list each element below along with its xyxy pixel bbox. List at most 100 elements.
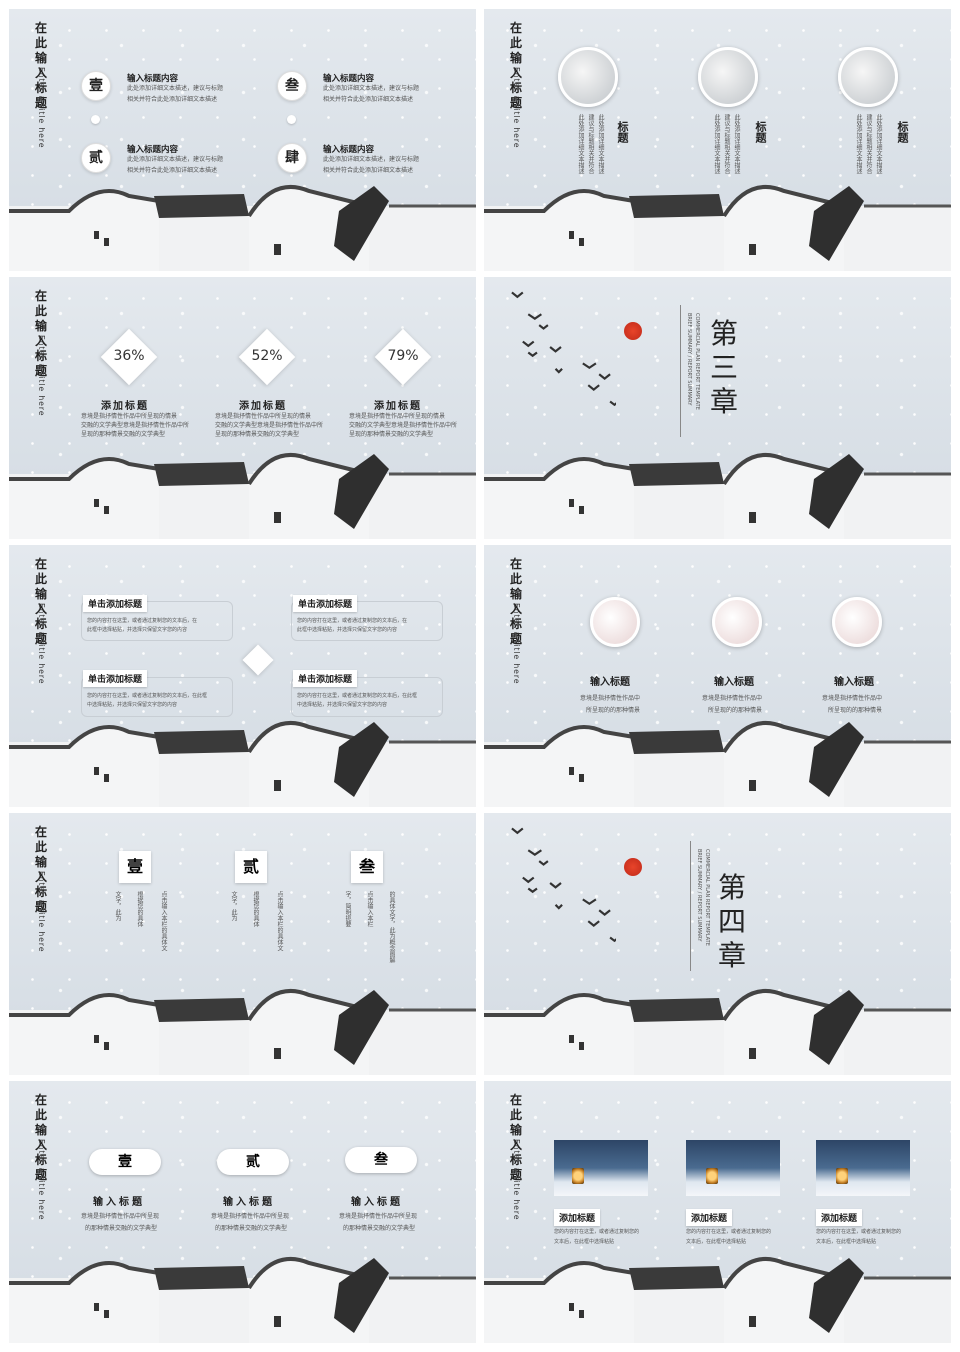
stat-title: 添加标题 — [374, 401, 422, 412]
item-text: 相关并符合此处添加详细文本描述 — [127, 96, 218, 103]
item-title: 输入标题 — [590, 677, 630, 688]
slide-2[interactable]: 在此输入标题 Enter a title here 标题 此处添加详细文本描述 … — [484, 9, 951, 271]
stat-text: 意境是指抒情性作品中所呈现的情景 — [81, 413, 178, 420]
item-text: 相关并符合此处添加详细文本描述 — [323, 167, 414, 174]
column-text: 字，简明扼要 — [344, 891, 351, 927]
chapter-subtitle: BRIEF SUMMARY / REPORT SUMMARY — [686, 313, 692, 406]
column-title: 标题 — [896, 121, 909, 143]
stat-text: 呈现的那种情景交融的文学典型 — [215, 431, 300, 438]
vertical-title-en: Enter a title here — [512, 603, 521, 685]
item-title: 输入标题 — [93, 1197, 145, 1208]
vertical-title-cn: 在此输入标题 — [35, 557, 48, 646]
column-title: 标题 — [754, 121, 767, 143]
column-text: 的具体文字，此为概念图解 — [388, 891, 395, 963]
number-badge: 叁 — [277, 71, 307, 101]
content-tag[interactable]: 单击添加标题 — [83, 595, 148, 612]
column-title: 标题 — [616, 121, 629, 143]
vertical-title: 在此输入标题 Enter a title here — [31, 1093, 61, 1243]
vertical-title: 在此输入标题 Enter a title here — [506, 557, 536, 707]
item-heading: 输入标题内容 — [323, 145, 375, 155]
content-tag[interactable]: 添加标题 — [816, 1209, 863, 1226]
content-text: 您的内容打在这里，或者通过复制您的文本后，在此框 — [297, 693, 418, 699]
number-card: 贰 — [235, 851, 267, 883]
item-text: 此处添加详细文本描述，建议与标题 — [323, 85, 420, 92]
snow-village-scene — [9, 176, 476, 271]
number-pill: 叁 — [345, 1147, 417, 1173]
column-text: 点击输入本栏的具体文 — [276, 891, 283, 951]
lantern-icon — [572, 1168, 584, 1184]
column-text: 建议与标题相关并符合 — [865, 114, 872, 174]
slide-10[interactable]: 在此输入标题 Enter a title here 添加标题 您的内容打在这里，… — [484, 1081, 951, 1343]
slide-5[interactable]: 在此输入标题 Enter a title here 单击添加标题 您的内容打在这… — [9, 545, 476, 807]
slide-1[interactable]: 在此输入标题 Enter a title here 壹 贰 输入标题内容 此处添… — [9, 9, 476, 271]
column-text: 此处添加详细文本描述 — [597, 114, 604, 174]
divider-line — [680, 305, 681, 437]
number-card: 壹 — [119, 851, 151, 883]
content-text: 您的内容打在这里，或者通过复制您的 — [686, 1229, 772, 1235]
slide-3[interactable]: 在此输入标题 Enter a title here 36% 添加标题 意境是指抒… — [9, 277, 476, 539]
content-tag[interactable]: 单击添加标题 — [83, 670, 148, 687]
column-text: 此处添加详细文本描述 — [875, 114, 882, 174]
flying-birds — [506, 287, 616, 407]
content-text: 此框中选择粘贴，并选择只保留文字您的内容 — [87, 627, 188, 633]
stat-text: 交融的文学典型意境是指抒情性作品中所 — [349, 422, 458, 429]
slide-9[interactable]: 在此输入标题 Enter a title here 壹 输入标题 意境是指抒情性… — [9, 1081, 476, 1343]
slide-4[interactable]: BRIEF SUMMARY / REPORT SUMMARY COMMERCIA… — [484, 277, 951, 539]
vertical-title-cn: 在此输入标题 — [35, 1093, 48, 1182]
vertical-title-en: Enter a title here — [512, 1139, 521, 1221]
content-text: 您的内容打在这里，或者通过复制您的 — [816, 1229, 902, 1235]
stat-title: 添加标题 — [101, 401, 149, 412]
content-tag[interactable]: 添加标题 — [686, 1209, 733, 1226]
plum-blossom-photo — [712, 597, 762, 647]
content-tag[interactable]: 单击添加标题 — [293, 670, 358, 687]
number-badge: 贰 — [81, 143, 111, 173]
vertical-title-en: Enter a title here — [512, 67, 521, 149]
content-box — [291, 677, 443, 717]
number-pill: 贰 — [217, 1149, 289, 1175]
vertical-title-en: Enter a title here — [37, 603, 46, 685]
chapter-title: 第四章 — [718, 871, 747, 972]
vertical-title-cn: 在此输入标题 — [510, 21, 523, 110]
column-text: 此处添加详细文本描述 — [577, 114, 584, 174]
content-text: 您的内容打在这里，或者通过复制您的文本后，在 — [87, 618, 198, 624]
snow-lantern-photo — [816, 1140, 910, 1196]
content-tag[interactable]: 添加标题 — [554, 1209, 601, 1226]
slide-6[interactable]: 在此输入标题 Enter a title here 输入标题 意境是指抒情性作品… — [484, 545, 951, 807]
item-title: 输入标题 — [223, 1197, 275, 1208]
vertical-title: 在此输入标题 Enter a title here — [31, 825, 61, 975]
vertical-title: 在此输入标题 Enter a title here — [506, 1093, 536, 1243]
number-pill: 壹 — [89, 1149, 161, 1175]
snow-branch-photo — [838, 47, 898, 107]
snow-village-scene — [9, 712, 476, 807]
item-text: 意境是指抒情性作品中所呈现 — [211, 1213, 290, 1220]
item-text: 所呈现的的那种情景 — [828, 707, 883, 714]
content-text: 您的内容打在这里，或者通过复制您的文本后，在 — [297, 618, 408, 624]
item-text: 此处添加详细文本描述，建议与标题 — [323, 156, 420, 163]
vertical-title-cn: 在此输入标题 — [35, 289, 48, 378]
content-tag[interactable]: 单击添加标题 — [293, 595, 358, 612]
chapter-subtitle: BRIEF SUMMARY / REPORT SUMMARY — [696, 849, 702, 942]
snow-village-scene — [9, 1248, 476, 1343]
snow-village-scene — [484, 176, 951, 271]
vertical-title-cn: 在此输入标题 — [510, 557, 523, 646]
slide-8[interactable]: BRIEF SUMMARY / REPORT SUMMARY COMMERCIA… — [484, 813, 951, 1075]
vertical-title: 在此输入标题 Enter a title here — [31, 21, 61, 171]
item-text: 相关并符合此处添加详细文本描述 — [323, 96, 414, 103]
chapter-subtitle: COMMERCIAL PLAN REPORT TEMPLATE — [704, 849, 710, 946]
item-text: 的那种情景交融的文学典型 — [343, 1225, 416, 1232]
lantern-icon — [706, 1168, 718, 1184]
stat-text: 意境是指抒情性作品中所呈现的情景 — [215, 413, 312, 420]
column-text: 建议与标题相关并符合 — [587, 114, 594, 174]
column-text: 根据您的具体 — [252, 891, 259, 927]
item-title: 输入标题 — [351, 1197, 403, 1208]
item-text: 所呈现的的那种情景 — [708, 707, 763, 714]
vertical-title: 在此输入标题 Enter a title here — [31, 289, 61, 439]
connector-dot — [91, 115, 100, 124]
plum-blossom-photo — [832, 597, 882, 647]
item-text: 意境是指抒情性作品中 — [702, 695, 763, 702]
snow-village-scene — [484, 1248, 951, 1343]
content-text: 文本后，在此框中选择粘贴 — [554, 1239, 615, 1245]
content-box — [291, 601, 443, 641]
number-card: 叁 — [351, 851, 383, 883]
slide-7[interactable]: 在此输入标题 Enter a title here 壹 点击输入本栏的具体文 根… — [9, 813, 476, 1075]
